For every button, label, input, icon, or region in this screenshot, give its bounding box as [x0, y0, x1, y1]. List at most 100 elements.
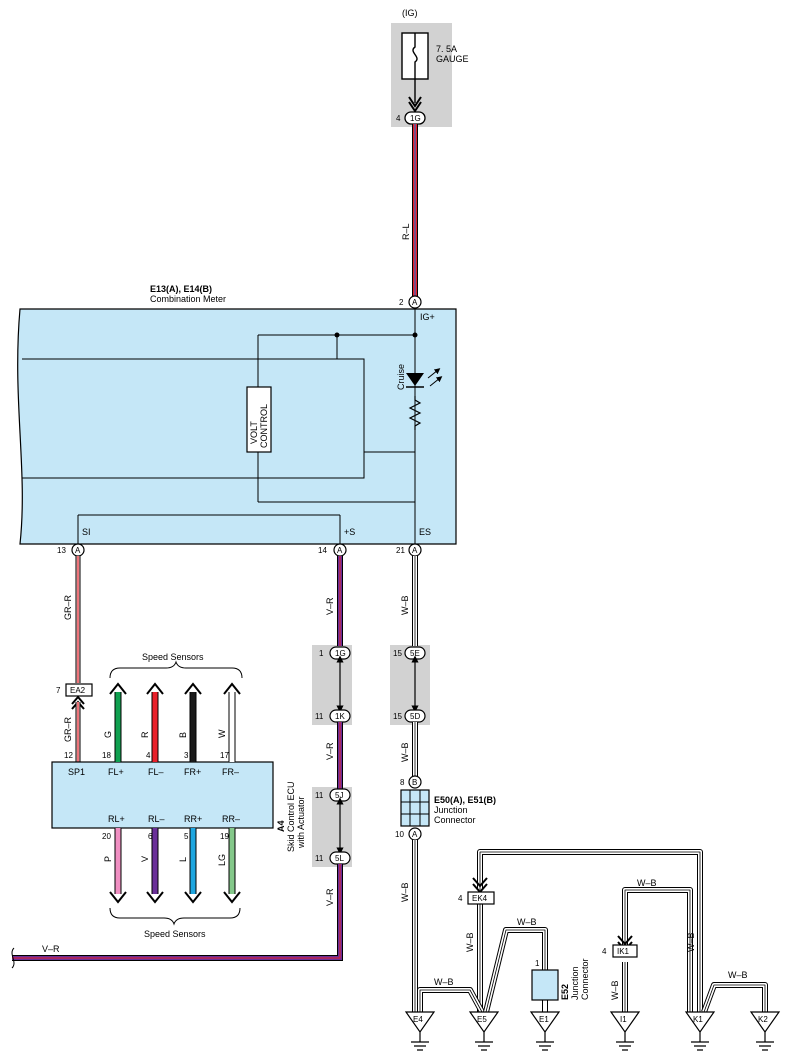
connector-arrow-icon [408, 96, 422, 108]
svg-text:19: 19 [220, 832, 229, 841]
svg-text:Junction: Junction [434, 805, 468, 815]
svg-text:W–B: W–B [517, 917, 537, 927]
svg-text:P: P [103, 856, 113, 862]
svg-text:1K: 1K [335, 712, 345, 721]
wire-break-icon [11, 947, 15, 969]
volt-control-box [246, 386, 272, 453]
svg-text:W–B: W–B [400, 882, 410, 902]
ground-e5: E5 [468, 1011, 500, 1051]
svg-text:VOLT: VOLT [249, 421, 259, 444]
svg-text:4: 4 [146, 751, 151, 760]
svg-text:V: V [140, 856, 150, 862]
svg-text:B: B [178, 732, 188, 738]
svg-text:11: 11 [315, 712, 324, 721]
svg-text:W–B: W–B [686, 932, 696, 952]
svg-text:A: A [412, 298, 418, 307]
meter-name: Combination Meter [150, 294, 226, 304]
svg-text:5L: 5L [335, 854, 344, 863]
svg-text:11: 11 [315, 791, 324, 800]
svg-text:15: 15 [393, 649, 402, 658]
svg-text:V–R: V–R [325, 888, 335, 906]
svg-text:1: 1 [535, 959, 540, 968]
svg-text:SP1: SP1 [68, 767, 85, 777]
speed-sensors-bottom-label: Speed Sensors [144, 929, 206, 939]
svg-text:RL–: RL– [148, 814, 165, 824]
svg-text:IG+: IG+ [420, 312, 435, 322]
svg-text:3: 3 [184, 751, 189, 760]
svg-text:RR+: RR+ [184, 814, 202, 824]
svg-text:21: 21 [396, 546, 405, 555]
svg-text:CONTROL: CONTROL [259, 404, 269, 448]
svg-text:FL+: FL+ [108, 767, 124, 777]
svg-text:LG: LG [217, 854, 227, 866]
svg-text:B: B [412, 778, 417, 787]
e52-code: E52 [560, 984, 570, 1000]
wire-label-r-l: R–L [401, 223, 411, 240]
svg-text:Junction: Junction [570, 966, 580, 1000]
ground-k1: K1 [684, 1011, 716, 1051]
svg-text:7: 7 [56, 686, 61, 695]
ground-icon [691, 1032, 709, 1051]
svg-text:5: 5 [184, 832, 189, 841]
junction-connector-e52 [531, 969, 559, 1001]
svg-text:1: 1 [319, 649, 324, 658]
svg-text:A: A [75, 546, 81, 555]
svg-text:W–B: W–B [610, 980, 620, 1000]
svg-text:5D: 5D [410, 712, 420, 721]
svg-text:12: 12 [64, 751, 73, 760]
svg-text:ES: ES [419, 527, 431, 537]
svg-text:5E: 5E [410, 649, 420, 658]
svg-text:G: G [103, 731, 113, 738]
svg-text:15: 15 [393, 712, 402, 721]
ground-e1: E1 [529, 1011, 561, 1051]
svg-text:IK1: IK1 [617, 947, 630, 956]
wire-label-w-b: W–B [400, 595, 410, 615]
svg-text:W–B: W–B [637, 878, 657, 888]
connector-ek4 [467, 891, 495, 905]
svg-text:13: 13 [57, 546, 66, 555]
ground-icon [756, 1032, 774, 1051]
svg-text:RL+: RL+ [108, 814, 125, 824]
skid-control-ecu [51, 761, 274, 829]
svg-text:V–R: V–R [42, 944, 60, 954]
svg-text:1G: 1G [410, 114, 421, 123]
ground-icon [536, 1032, 554, 1051]
svg-text:V–R: V–R [325, 742, 335, 760]
ecu-code: A4 [276, 820, 286, 832]
svg-text:5J: 5J [335, 791, 343, 800]
svg-text:A: A [412, 830, 418, 839]
svg-text:6: 6 [148, 832, 153, 841]
svg-text:14: 14 [318, 546, 327, 555]
svg-text:A: A [412, 546, 418, 555]
fuse-icon [412, 33, 418, 79]
wire-label-v-r: V–R [325, 597, 335, 615]
ground-icon [616, 1032, 634, 1051]
ground-icon [411, 1032, 429, 1051]
svg-text:E5: E5 [477, 1015, 487, 1024]
svg-text:4: 4 [602, 947, 607, 956]
speed-sensors-top-label: Speed Sensors [142, 652, 204, 662]
ground-icon [475, 1032, 493, 1051]
svg-text:K2: K2 [758, 1015, 768, 1024]
svg-text:K1: K1 [693, 1015, 703, 1024]
ecu-name: Skid Control ECU [286, 781, 296, 852]
svg-text:W–B: W–B [728, 970, 748, 980]
svg-text:2: 2 [399, 298, 404, 307]
wire-label-gr-r: GR–R [63, 594, 73, 620]
svg-text:W–B: W–B [400, 742, 410, 762]
svg-text:E4: E4 [413, 1015, 423, 1024]
svg-text:SI: SI [82, 527, 91, 537]
svg-text:R: R [140, 731, 150, 738]
speed-sensors-top-brace [109, 660, 243, 679]
svg-text:18: 18 [102, 751, 111, 760]
speed-sensors-bottom-brace [109, 907, 241, 926]
svg-text:+S: +S [344, 527, 355, 537]
svg-text:W–B: W–B [465, 932, 475, 952]
svg-text:with Actuator: with Actuator [296, 796, 306, 849]
cruise-label: Cruise [396, 364, 406, 390]
svg-text:17: 17 [220, 751, 229, 760]
svg-text:4: 4 [458, 894, 463, 903]
svg-text:Connector: Connector [580, 958, 590, 1000]
svg-text:I1: I1 [620, 1015, 627, 1024]
svg-text:GR–R: GR–R [63, 716, 73, 742]
